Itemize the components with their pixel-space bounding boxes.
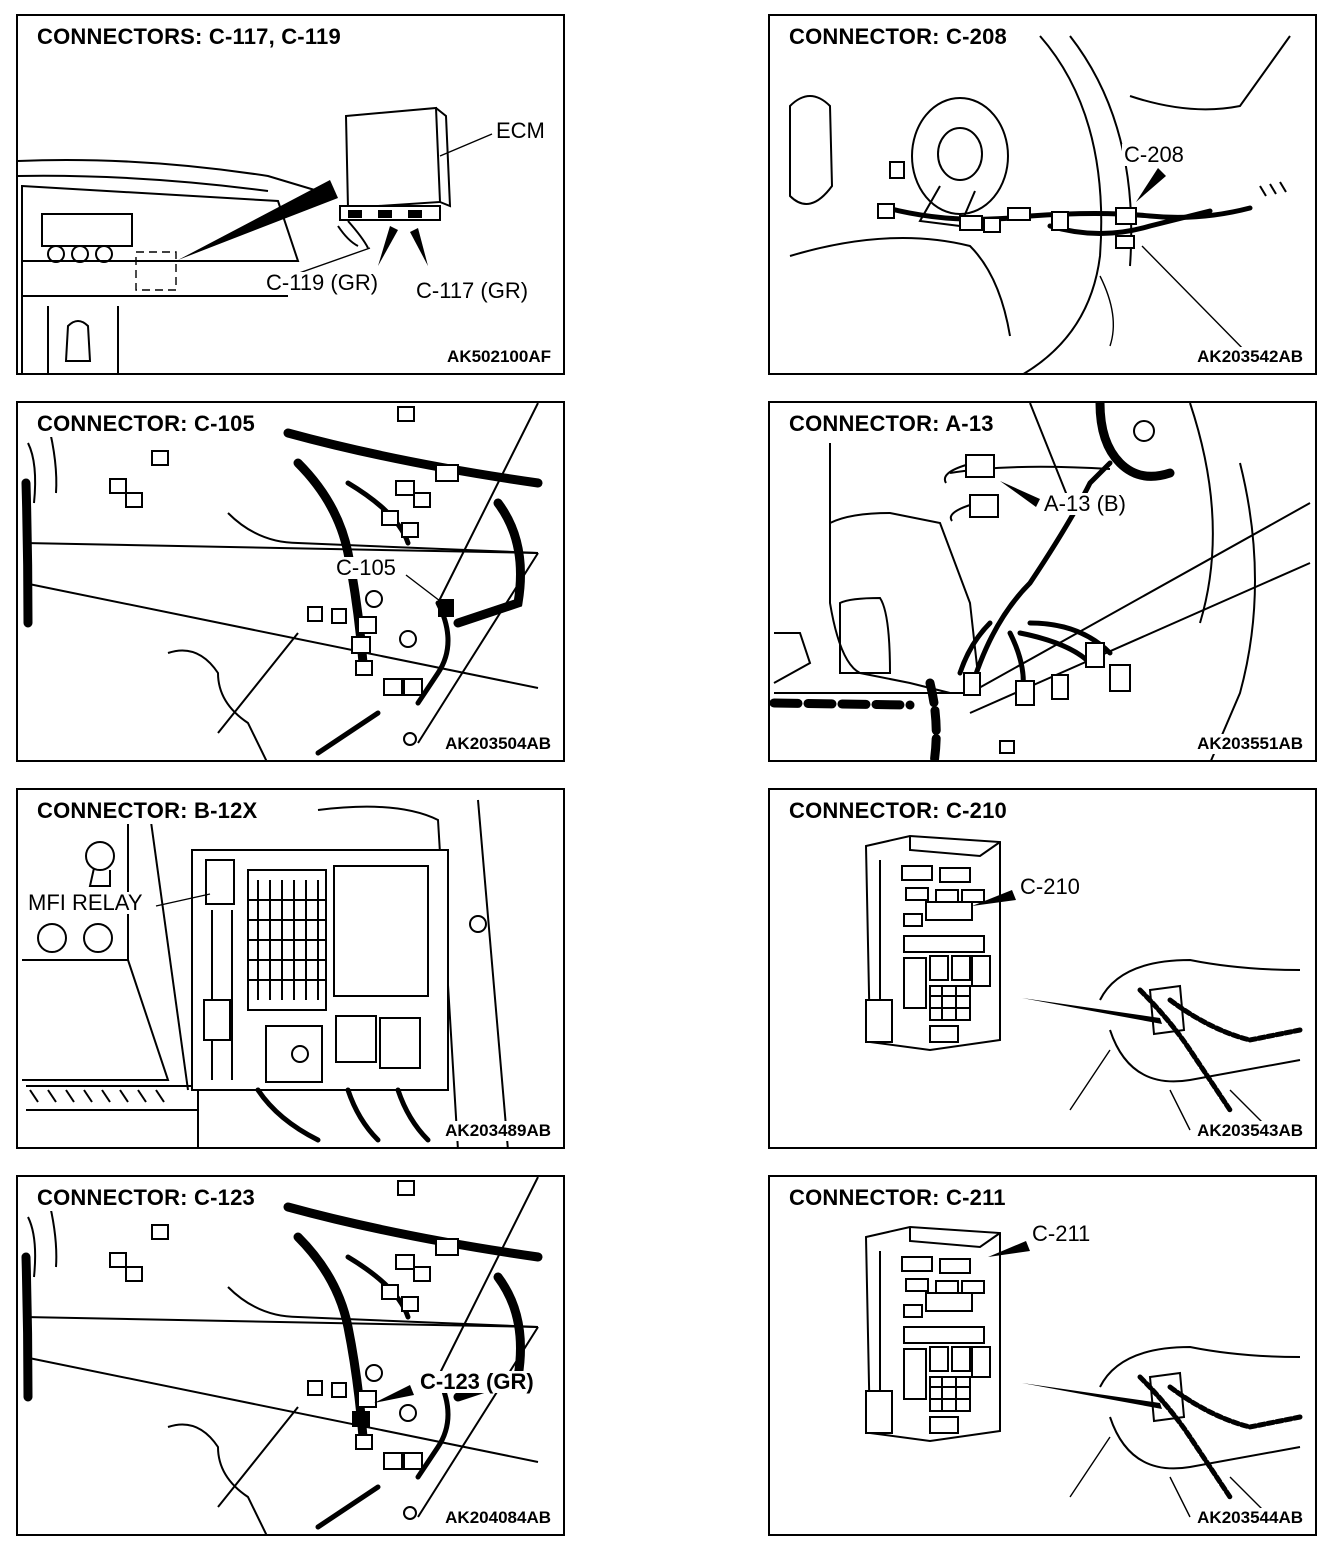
a13-label: A-13 (B) — [1042, 491, 1128, 516]
figure-code: AK502100AF — [445, 347, 553, 367]
panel-title: CONNECTOR: C-210 — [786, 798, 1010, 824]
panel-c105: CONNECTOR: C-105 C-105 AK203504AB — [16, 401, 565, 762]
panel-title: CONNECTOR: C-208 — [786, 24, 1010, 50]
junction-block-illustration — [864, 834, 1303, 1131]
panel-title: CONNECTOR: C-105 — [34, 411, 258, 437]
figure-code: AK203489AB — [443, 1121, 553, 1141]
junction-block-illustration — [864, 1225, 1303, 1518]
panel-title: CONNECTOR: C-211 — [786, 1185, 1009, 1211]
mfi-relay-label: MFI RELAY — [26, 890, 145, 915]
figure-code: AK203504AB — [443, 734, 553, 754]
c117-label: C-117 (GR) — [414, 278, 531, 303]
harness-illustration — [21, 403, 543, 760]
c210-label: C-210 — [1018, 874, 1082, 899]
door-harness-illustration — [770, 403, 1311, 760]
panel-title: CONNECTORS: C-117, C-119 — [34, 24, 344, 50]
c119-label: C-119 (GR) — [264, 270, 381, 295]
panel-c123: CONNECTOR: C-123 C-123 (GR) AK204084AB — [16, 1175, 565, 1536]
c211-label: C-211 — [1030, 1221, 1093, 1246]
panel-title: CONNECTOR: C-123 — [34, 1185, 258, 1211]
panel-c211: CONNECTOR: C-211 C-211 AK203544AB — [768, 1175, 1317, 1536]
harness-illustration — [21, 1177, 543, 1534]
c123-label: C-123 (GR) — [418, 1369, 536, 1394]
figure-code: AK204084AB — [443, 1508, 553, 1528]
c105-label: C-105 — [334, 555, 398, 580]
panel-c210: CONNECTOR: C-210 C-210 AK203543AB — [768, 788, 1317, 1149]
panel-a13: CONNECTOR: A-13 A-13 (B) AK203551AB — [768, 401, 1317, 762]
figure-code: AK203551AB — [1195, 734, 1305, 754]
figure-code: AK203544AB — [1195, 1508, 1305, 1528]
figure-code: AK203542AB — [1195, 347, 1305, 367]
panel-c208: CONNECTOR: C-208 C-208 AK203542AB — [768, 14, 1317, 375]
panel-title: CONNECTOR: A-13 — [786, 411, 997, 437]
figure-code: AK203543AB — [1195, 1121, 1305, 1141]
ecm-location-illustration — [18, 106, 493, 373]
panel-title: CONNECTOR: B-12X — [34, 798, 261, 824]
panel-b12x: CONNECTOR: B-12X MFI RELAY AK203489AB — [16, 788, 565, 1149]
relay-box-illustration — [22, 799, 509, 1147]
panel-c117-c119: CONNECTORS: C-117, C-119 ECM C-119 (GR) … — [16, 14, 565, 375]
ecm-label: ECM — [494, 118, 547, 143]
steering-column-illustration — [789, 35, 1291, 373]
c208-label: C-208 — [1122, 142, 1186, 167]
